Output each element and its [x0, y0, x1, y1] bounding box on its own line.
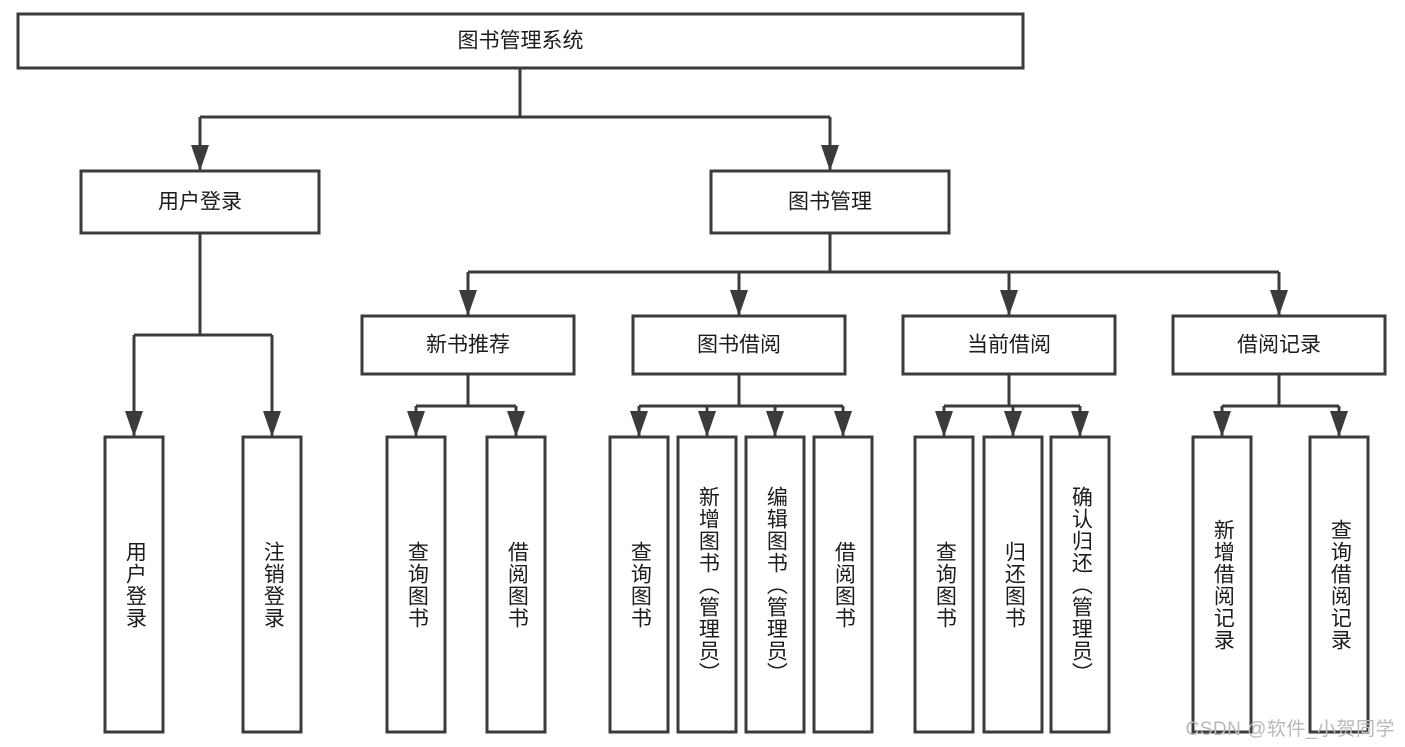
node-leaf-query-book-borrow[interactable]	[608, 435, 670, 734]
node-leaf-edit-book-admin[interactable]	[744, 435, 806, 734]
node-borrow-record[interactable]	[1171, 314, 1387, 376]
arrow-head-icon	[407, 411, 425, 437]
node-book-borrow-label: 图书借阅	[697, 334, 781, 357]
arrow-head-icon	[459, 290, 477, 316]
node-root-图书管理系统-label: 图书管理系统	[458, 30, 584, 53]
arrow-head-icon	[630, 411, 648, 437]
arrow-head-icon	[125, 411, 143, 437]
node-leaf-query-borrow-record[interactable]	[1308, 435, 1370, 734]
arrow-head-icon	[935, 411, 953, 437]
node-leaf-user-login[interactable]	[103, 435, 165, 734]
node-leaf-query-book-recommend[interactable]	[385, 435, 447, 734]
node-current-borrow[interactable]	[901, 314, 1117, 376]
node-book-manage-label: 图书管理	[788, 191, 872, 214]
arrow-head-icon	[191, 145, 209, 171]
node-leaf-borrow-book-recommend[interactable]	[485, 435, 547, 734]
node-book-borrow[interactable]	[631, 314, 847, 376]
node-leaf-borrow-book[interactable]	[812, 435, 874, 734]
node-new-book-recommend-label: 新书推荐	[426, 334, 510, 357]
arrow-head-icon	[507, 411, 525, 437]
node-user-login[interactable]	[79, 169, 321, 235]
node-current-borrow-label: 当前借阅	[967, 334, 1051, 357]
node-book-manage[interactable]	[709, 169, 951, 235]
node-borrow-record-label: 借阅记录	[1237, 334, 1321, 357]
node-root-图书管理系统[interactable]	[16, 12, 1025, 70]
arrow-head-icon	[1071, 411, 1089, 437]
node-leaf-add-borrow-record[interactable]	[1191, 435, 1253, 734]
arrow-head-icon	[1330, 411, 1348, 437]
node-leaf-query-book-current[interactable]	[913, 435, 975, 734]
arrow-head-icon	[263, 411, 281, 437]
arrow-head-icon	[1270, 290, 1288, 316]
node-leaf-logout-login[interactable]	[241, 435, 303, 734]
connector-layer	[125, 68, 1348, 437]
arrow-head-icon	[1004, 411, 1022, 437]
arrow-head-icon	[1000, 290, 1018, 316]
node-user-login-label: 用户登录	[158, 191, 242, 214]
node-new-book-recommend[interactable]	[360, 314, 576, 376]
node-leaf-add-book-admin[interactable]	[676, 435, 738, 734]
arrow-head-icon	[698, 411, 716, 437]
watermark-text: CSDN @软件_小贺同学	[1185, 719, 1395, 740]
arrow-head-icon	[730, 290, 748, 316]
arrow-head-icon	[821, 145, 839, 171]
node-leaf-return-book[interactable]	[982, 435, 1044, 734]
arrow-head-icon	[834, 411, 852, 437]
node-leaf-confirm-return-admin[interactable]	[1049, 435, 1111, 734]
arrow-head-icon	[1213, 411, 1231, 437]
arrow-head-icon	[766, 411, 784, 437]
